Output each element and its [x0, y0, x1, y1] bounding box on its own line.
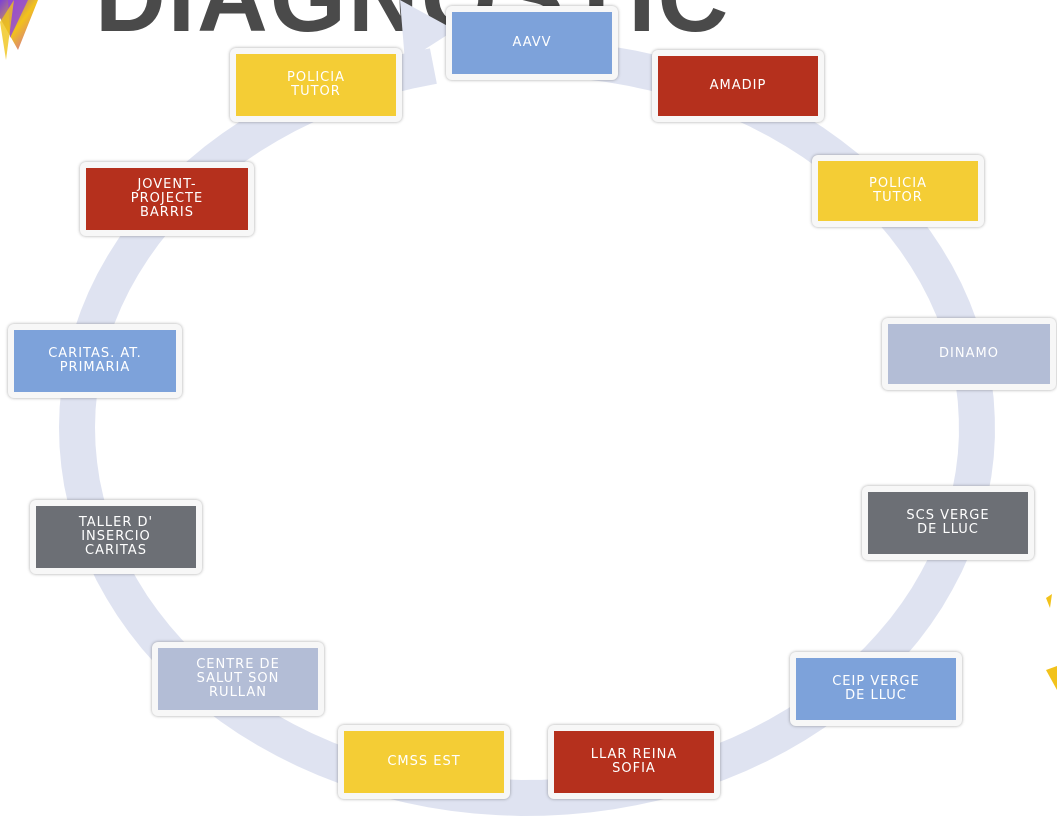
node-label: CEIP VERGE DE LLUC	[832, 674, 920, 703]
node-label: LLAR REINA SOFIA	[590, 747, 678, 776]
node-taller-d-insercio-caritas: TALLER D' INSERCIO CARITAS	[30, 500, 202, 574]
node-label: JOVENT- PROJECTE BARRIS	[130, 177, 204, 220]
node-amadip: AMADIP	[652, 50, 824, 122]
corner-decoration-icon	[0, 0, 38, 60]
node-cmss-est: CMSS EST	[338, 725, 510, 799]
node-label: POLICIA TUTOR	[869, 176, 927, 205]
node-label: DINAMO	[939, 346, 999, 361]
node-label: SCS VERGE DE LLUC	[906, 508, 990, 537]
node-centre-de-salut-son-rullan: CENTRE DE SALUT SON RULLAN	[152, 642, 324, 716]
node-scs-verge-de-lluc: SCS VERGE DE LLUC	[862, 486, 1034, 560]
node-label: AMADIP	[709, 78, 767, 93]
node-aavv: AAVV	[446, 6, 618, 80]
node-label: TALLER D' INSERCIO CARITAS	[78, 515, 154, 558]
node-ceip-verge-de-lluc: CEIP VERGE DE LLUC	[790, 652, 962, 726]
node-dinamo: DINAMO	[882, 318, 1056, 390]
node-policia-tutor-right: POLICIA TUTOR	[812, 155, 984, 227]
node-label: POLICIA TUTOR	[287, 70, 345, 99]
node-label: CMSS EST	[387, 754, 461, 769]
node-policia-tutor-left: POLICIA TUTOR	[230, 48, 402, 122]
right-decoration-icon	[1046, 594, 1057, 690]
node-jovent-projecte-barris: JOVENT- PROJECTE BARRIS	[80, 162, 254, 236]
node-llar-reina-sofia: LLAR REINA SOFIA	[548, 725, 720, 799]
cycle-arrow-head	[400, 0, 455, 62]
node-label: CENTRE DE SALUT SON RULLAN	[196, 657, 280, 700]
node-label: AAVV	[512, 35, 552, 50]
node-label: CARITAS. AT. PRIMARIA	[48, 346, 142, 375]
node-caritas-at-primaria: CARITAS. AT. PRIMARIA	[8, 324, 182, 398]
